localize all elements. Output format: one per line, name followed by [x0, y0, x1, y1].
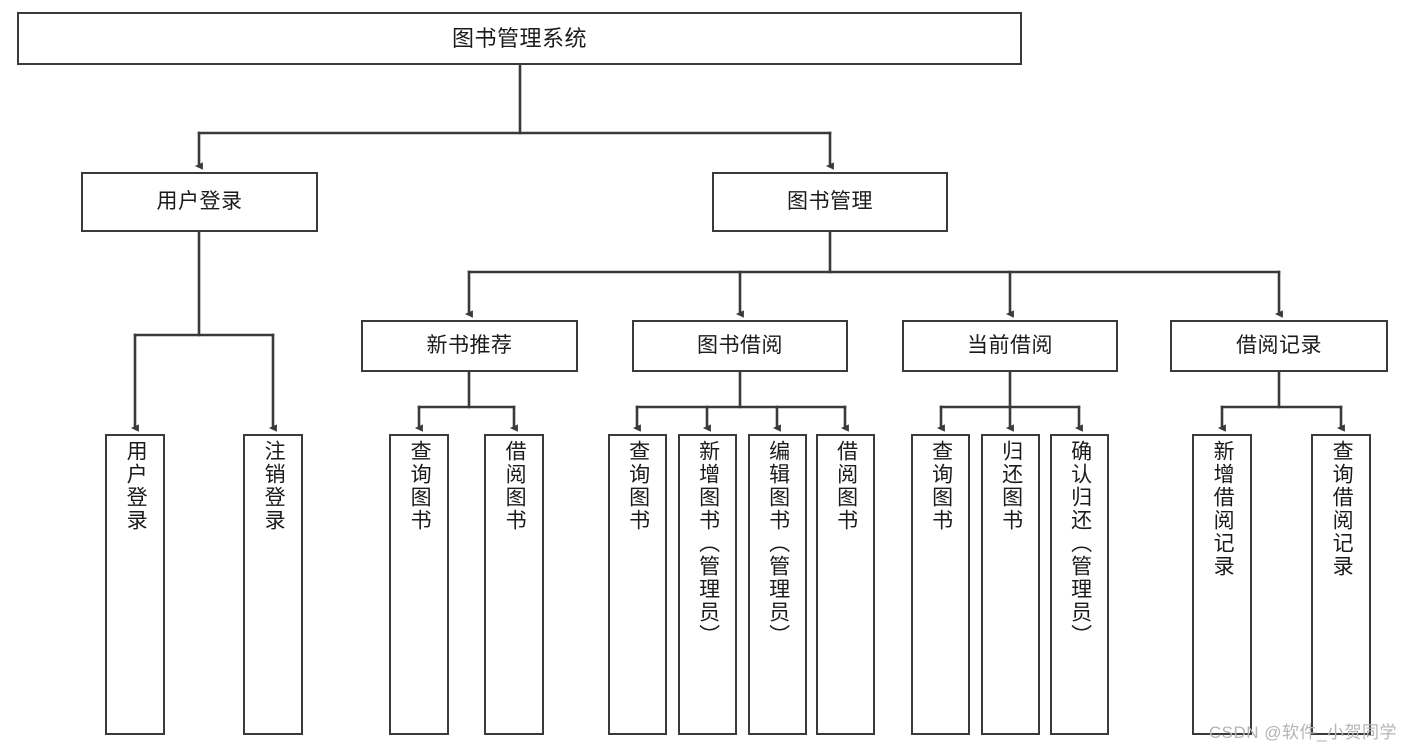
leaf-current-borrow-confirm-return-admin[interactable]: 确认归还（管理员）	[1050, 434, 1109, 735]
node-label: 注销登录	[262, 440, 286, 532]
leaf-borrow-record-add-record[interactable]: 新增借阅记录	[1192, 434, 1252, 735]
leaf-book-borrow-borrow-book[interactable]: 借阅图书	[816, 434, 875, 735]
node-label: 确认归还（管理员）	[1068, 440, 1092, 647]
leaf-book-borrow-edit-book-admin[interactable]: 编辑图书（管理员）	[748, 434, 807, 735]
node-label: 归还图书	[999, 440, 1023, 532]
node-borrow-record[interactable]: 借阅记录	[1170, 320, 1388, 372]
node-label: 查询借阅记录	[1330, 440, 1354, 578]
node-label: 当前借阅	[967, 333, 1053, 357]
leaf-book-borrow-add-book-admin[interactable]: 新增图书（管理员）	[678, 434, 737, 735]
node-label: 图书借阅	[697, 333, 783, 357]
node-label: 新增借阅记录	[1211, 440, 1235, 578]
csdn-watermark: CSDN @软件_小贺同学	[1208, 723, 1397, 742]
node-label: 查询图书	[929, 440, 953, 532]
leaf-user-login-login[interactable]: 用户登录	[105, 434, 165, 735]
node-label: 查询图书	[626, 440, 650, 532]
leaf-borrow-record-query-record[interactable]: 查询借阅记录	[1311, 434, 1371, 735]
node-user-login[interactable]: 用户登录	[81, 172, 318, 232]
node-root-book-management-system[interactable]: 图书管理系统	[17, 12, 1022, 65]
node-label: 借阅图书	[834, 440, 858, 532]
node-label: 图书管理系统	[451, 25, 587, 51]
leaf-book-borrow-query-book[interactable]: 查询图书	[608, 434, 667, 735]
node-label: 查询图书	[408, 440, 432, 532]
node-label: 编辑图书（管理员）	[766, 440, 790, 647]
node-label: 新书推荐	[426, 333, 513, 357]
leaf-user-login-logout[interactable]: 注销登录	[243, 434, 303, 735]
leaf-current-borrow-return-book[interactable]: 归还图书	[981, 434, 1040, 735]
node-label: 借阅记录	[1236, 333, 1322, 357]
leaf-new-book-query-book[interactable]: 查询图书	[389, 434, 449, 735]
node-new-book-recommend[interactable]: 新书推荐	[361, 320, 578, 372]
node-book-borrow[interactable]: 图书借阅	[632, 320, 848, 372]
node-label: 用户登录	[124, 440, 148, 532]
node-label: 新增图书（管理员）	[696, 440, 720, 647]
leaf-current-borrow-query-book[interactable]: 查询图书	[911, 434, 970, 735]
leaf-new-book-borrow-book[interactable]: 借阅图书	[484, 434, 544, 735]
node-current-borrow[interactable]: 当前借阅	[902, 320, 1118, 372]
node-label: 图书管理	[787, 189, 873, 213]
node-label: 借阅图书	[503, 440, 527, 532]
node-label: 用户登录	[156, 189, 243, 213]
node-book-management[interactable]: 图书管理	[712, 172, 948, 232]
